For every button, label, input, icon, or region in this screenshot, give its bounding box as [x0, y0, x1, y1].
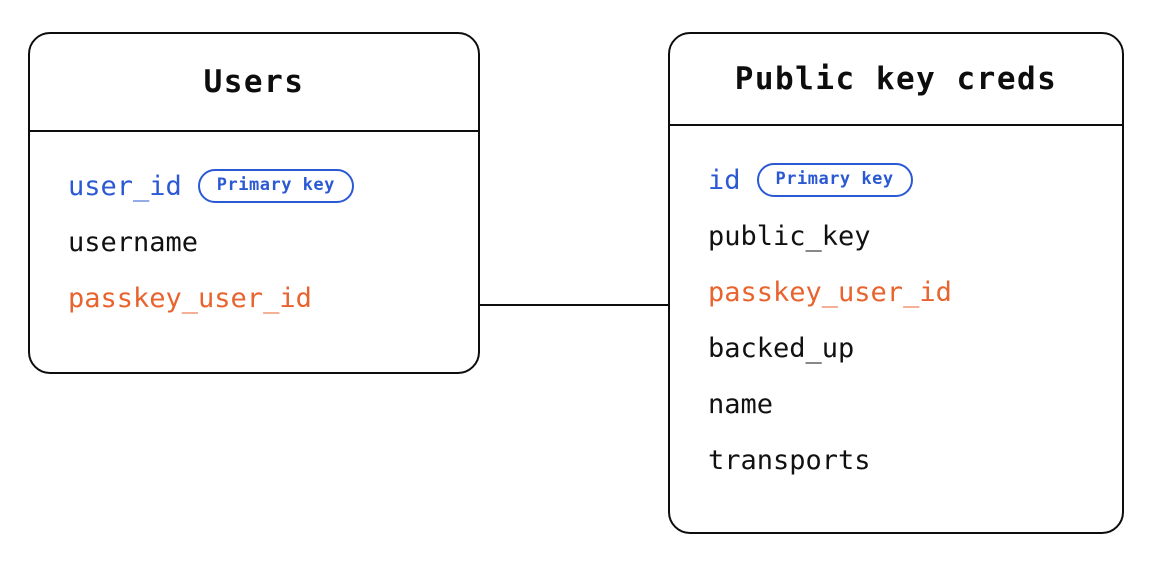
- relationship-connector-line[interactable]: [478, 304, 670, 306]
- entity-users[interactable]: Users user_id Primary key username passk…: [28, 32, 480, 374]
- entity-users-title: Users: [203, 63, 305, 100]
- entity-public-key-creds[interactable]: Public key creds id Primary key public_k…: [668, 32, 1124, 534]
- field-name-backed-up: backed_up: [708, 332, 855, 364]
- field-row[interactable]: user_id Primary key: [30, 158, 478, 214]
- field-name-public-key: public_key: [708, 220, 871, 252]
- field-row[interactable]: name: [670, 376, 1122, 432]
- field-row[interactable]: id Primary key: [670, 152, 1122, 208]
- entity-users-header: Users: [30, 34, 478, 132]
- field-name-id: id: [708, 164, 741, 196]
- field-row[interactable]: backed_up: [670, 320, 1122, 376]
- entity-users-field-list: user_id Primary key username passkey_use…: [30, 132, 478, 326]
- field-name-transports: transports: [708, 444, 871, 476]
- field-row[interactable]: username: [30, 214, 478, 270]
- entity-public-key-creds-header: Public key creds: [670, 34, 1122, 126]
- field-row[interactable]: passkey_user_id: [30, 270, 478, 326]
- field-row[interactable]: transports: [670, 432, 1122, 488]
- field-name-username: username: [68, 226, 199, 258]
- field-row[interactable]: public_key: [670, 208, 1122, 264]
- field-name-passkey-user-id: passkey_user_id: [708, 276, 952, 308]
- field-name-name: name: [708, 388, 774, 420]
- field-row[interactable]: passkey_user_id: [670, 264, 1122, 320]
- entity-public-key-creds-title: Public key creds: [734, 60, 1058, 97]
- primary-key-badge: Primary key: [756, 163, 913, 197]
- primary-key-badge: Primary key: [197, 169, 354, 203]
- field-name-passkey-user-id: passkey_user_id: [68, 282, 312, 314]
- entity-public-key-creds-field-list: id Primary key public_key passkey_user_i…: [670, 126, 1122, 488]
- field-name-user-id: user_id: [68, 170, 182, 202]
